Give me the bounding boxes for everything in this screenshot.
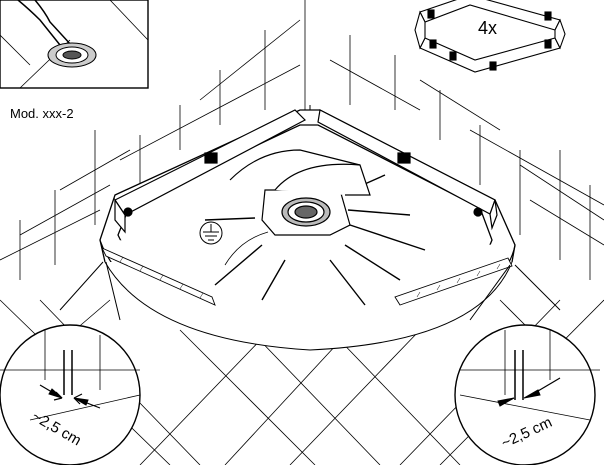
side-strips xyxy=(101,247,513,306)
bracket-set xyxy=(414,0,566,73)
ground-symbol-icon xyxy=(199,221,269,266)
left-wall-tiles xyxy=(0,0,306,280)
callout-leaders xyxy=(59,261,561,321)
drain-detail-inset xyxy=(0,0,149,89)
right-wall-tiles xyxy=(329,35,604,280)
model-label: Mod. xxx-2 xyxy=(10,106,74,121)
quantity-label: 4x xyxy=(478,18,497,38)
drain-unit xyxy=(229,149,371,236)
left-gap-detail xyxy=(0,324,141,465)
support-beams xyxy=(114,109,498,234)
right-gap-detail xyxy=(454,324,600,465)
drain-grooves xyxy=(204,174,426,306)
